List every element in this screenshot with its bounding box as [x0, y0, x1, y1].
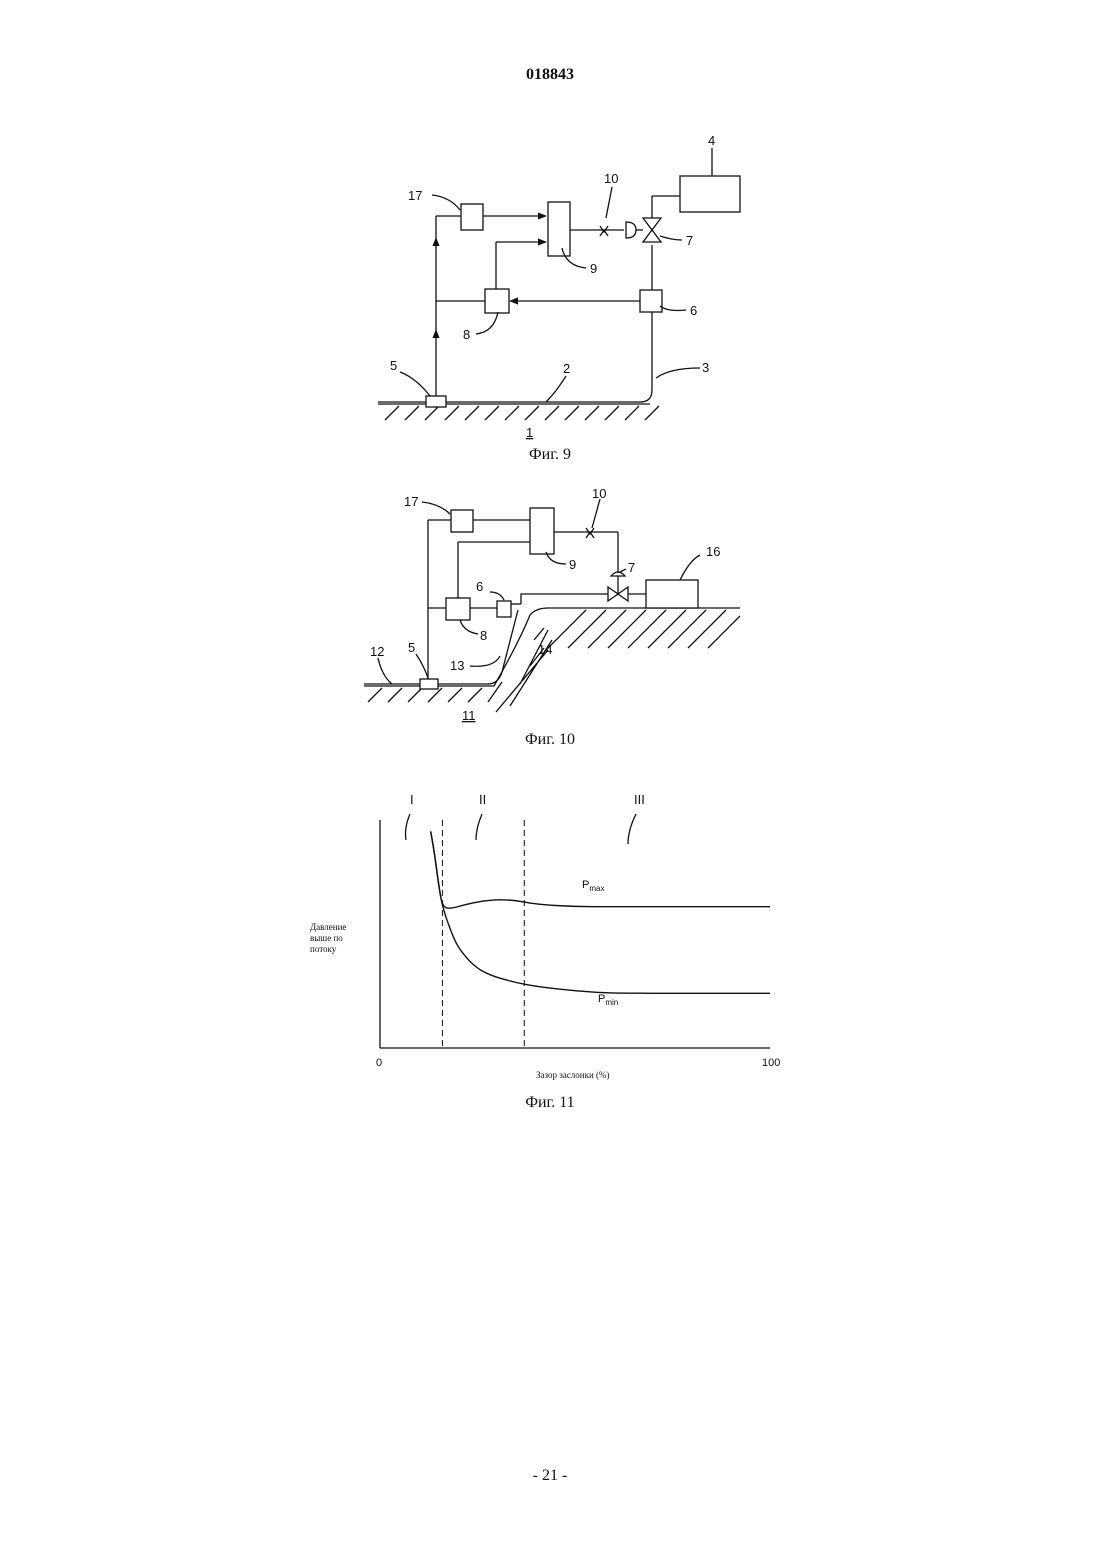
leader-12	[378, 658, 392, 684]
sensor-5	[426, 396, 446, 407]
label-17-fig10: 17	[404, 494, 418, 509]
series-label-pmax: Pmax	[582, 879, 604, 893]
label-11: 11	[462, 708, 476, 723]
figure-9-caption: Фиг. 9	[0, 446, 1100, 464]
leader-10	[606, 187, 612, 218]
leader-17-fig10	[422, 502, 450, 514]
leader-13	[470, 656, 500, 666]
sensor-5-fig10	[420, 679, 438, 689]
leader-3	[656, 368, 700, 378]
zone-marker-iii	[628, 814, 636, 844]
x-tick-100: 100	[762, 1057, 780, 1069]
series-line-pmax	[431, 831, 770, 908]
label-5-fig10: 5	[408, 640, 415, 655]
seabed-hatching	[368, 610, 740, 712]
label-1: 1	[526, 425, 533, 440]
figure-9-diagram: 17 10 4 7 9 6 8 5 2 3 1	[0, 0, 1100, 470]
page-number: - 21 -	[0, 1467, 1100, 1485]
pipe-to-valve	[521, 594, 608, 604]
label-13: 13	[450, 658, 464, 673]
label-14: 14	[538, 642, 552, 657]
pipeline	[378, 312, 652, 402]
ground-hatching	[385, 406, 659, 420]
figure-10-diagram: 17 10 16 7 9 6 8 5 12 13 14 11	[0, 480, 1100, 730]
label-16: 16	[706, 544, 720, 559]
label-4: 4	[708, 133, 715, 148]
zone-label-iii: III	[634, 792, 645, 807]
x-axis-label: Зазор заслонки (%)	[536, 1070, 610, 1080]
leader-10-fig10	[592, 499, 600, 528]
restriction-10	[600, 226, 608, 236]
sensor-6	[640, 290, 662, 312]
leader-6-fig10	[490, 592, 504, 600]
zone-marker-i	[406, 814, 411, 840]
leader-17	[432, 195, 460, 210]
series-label-pmin: Pmin	[598, 993, 618, 1007]
leader-5-fig10	[416, 654, 428, 678]
label-8-fig10: 8	[480, 628, 487, 643]
leader-8-fig10	[460, 620, 478, 634]
restriction-10-fig10	[586, 528, 594, 538]
label-12: 12	[370, 644, 384, 659]
label-6: 6	[690, 303, 697, 318]
leader-7-fig10	[620, 569, 626, 572]
sensor-6-fig10	[497, 601, 511, 617]
figure-11-caption: Фиг. 11	[0, 1094, 1100, 1112]
y-axis-label-line-3: потоку	[310, 944, 337, 954]
leader-16	[680, 555, 700, 580]
label-3: 3	[702, 360, 709, 375]
leader-5	[400, 372, 430, 396]
label-7-fig10: 7	[628, 560, 635, 575]
valve-7	[643, 218, 661, 242]
label-9-fig10: 9	[569, 557, 576, 572]
label-10: 10	[604, 171, 618, 186]
leader-7	[660, 236, 682, 240]
y-axis-label-line-2: выше по	[310, 933, 343, 943]
separator-4	[680, 176, 740, 212]
controller-9-fig10	[530, 508, 554, 554]
label-17: 17	[408, 188, 422, 203]
unit-8-fig10	[446, 598, 470, 620]
label-8: 8	[463, 327, 470, 342]
label-9: 9	[590, 261, 597, 276]
y-axis-label-line-1: Давление	[310, 922, 346, 932]
pipeline-13	[364, 610, 518, 684]
leader-2	[546, 376, 566, 402]
label-7: 7	[686, 233, 693, 248]
unit-17	[461, 204, 483, 230]
leader-8	[476, 312, 498, 334]
label-10-fig10: 10	[592, 486, 606, 501]
valve-actuator	[626, 222, 636, 238]
valve-actuator-fig10	[611, 572, 625, 576]
leader-6	[660, 306, 686, 311]
figure-11-chart: I II III Давление выше по потоку 0 100 З…	[0, 780, 1100, 1090]
zone-label-ii: II	[479, 792, 486, 807]
label-2: 2	[563, 361, 570, 376]
x-tick-0: 0	[376, 1057, 382, 1069]
zone-label-i: I	[410, 792, 414, 807]
label-6-fig10: 6	[476, 579, 483, 594]
label-5: 5	[390, 358, 397, 373]
controller-9	[548, 202, 570, 256]
zone-marker-ii	[476, 814, 482, 840]
unit-16	[646, 580, 698, 608]
unit-17-fig10	[451, 510, 473, 532]
series-line-pmin	[431, 831, 770, 993]
figure-10-caption: Фиг. 10	[0, 731, 1100, 749]
unit-8	[485, 289, 509, 313]
